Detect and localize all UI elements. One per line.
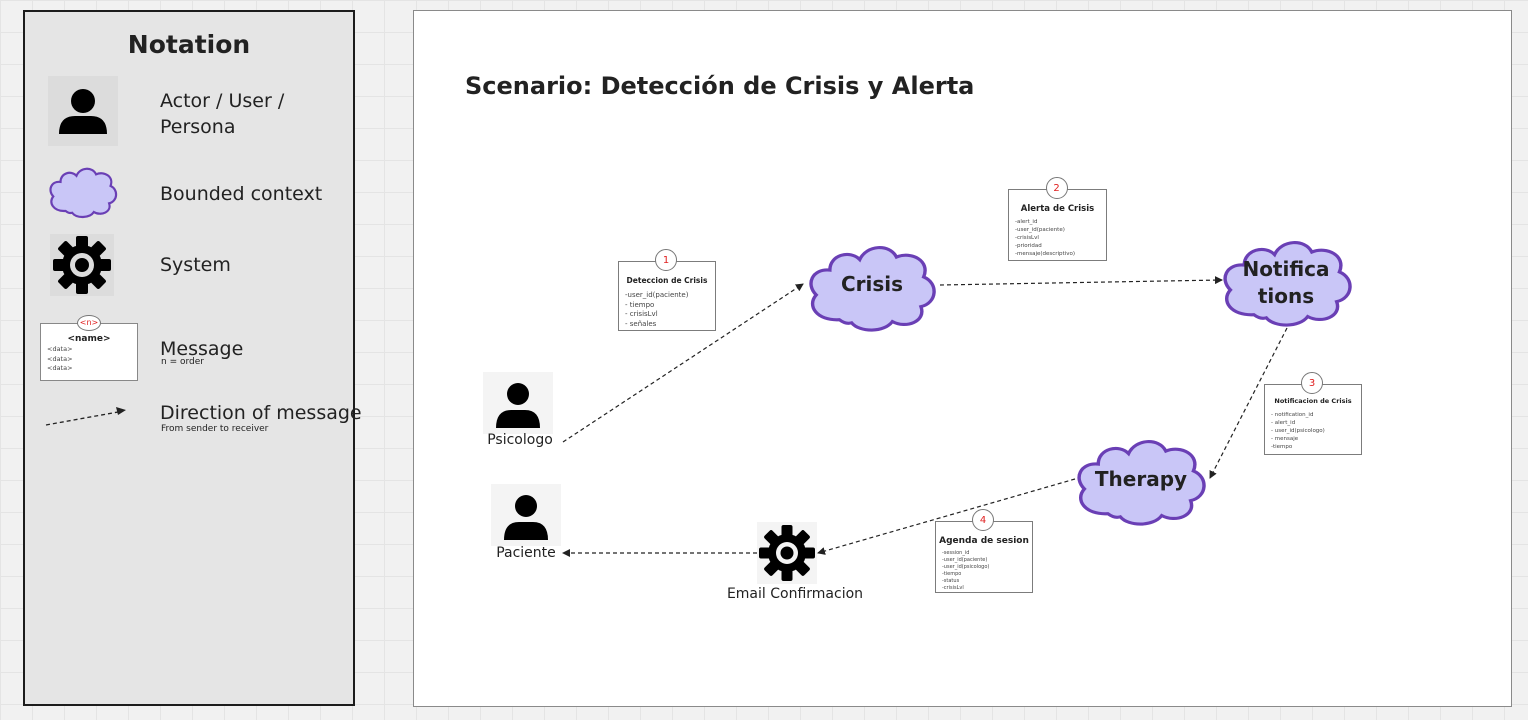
legend-direction-sublabel: From sender to receiver — [161, 424, 269, 434]
message-card-2: 2 Alerta de Crisis -alert_id -user_id(pa… — [1008, 177, 1107, 261]
message-field: -user_id(paciente) — [1015, 227, 1065, 233]
message-1-fields: -user_id(paciente) - tiempo - crisisLvl … — [625, 291, 688, 329]
message-card-3: 3 Notificacion de Crisis - notification_… — [1264, 372, 1362, 455]
message-field: - alert_id — [1271, 420, 1296, 426]
gear-icon — [50, 234, 114, 296]
message-field: -status — [942, 578, 960, 584]
legend-message-sublabel: n = order — [161, 357, 204, 367]
message-field: - señales — [625, 319, 657, 328]
message-field: -tiempo — [1271, 444, 1293, 450]
message-field: -user_id(paciente) — [942, 557, 988, 563]
message-field: -prioridad — [1015, 243, 1042, 249]
message-4-title: Agenda de sesion — [939, 536, 1029, 546]
arrow-crisis-to-notifications — [939, 276, 1223, 286]
legend-card-number: <n> — [77, 315, 101, 331]
message-3-number: 3 — [1301, 372, 1323, 394]
message-field: -crisisLvl — [1015, 235, 1039, 241]
legend-card-fields: <data> <data> <data> — [47, 345, 73, 374]
message-1-title: Deteccion de Crisis — [626, 276, 708, 285]
crisis-context-label: Crisis — [840, 272, 904, 296]
message-3-title: Notificacion de Crisis — [1274, 397, 1352, 405]
legend-card-name: <name> — [67, 334, 111, 344]
legend-card-field: <data> — [47, 345, 73, 353]
message-2-title: Alerta de Crisis — [1020, 204, 1095, 214]
message-field: - crisisLvl — [625, 310, 658, 318]
message-card-icon: <n> <name> <data> <data> <data> — [40, 315, 138, 381]
message-field: - user_id(psicologo) — [1271, 428, 1325, 434]
arrow-psicologo-to-crisis — [562, 283, 804, 443]
message-4-number: 4 — [972, 509, 994, 531]
legend-system-label: System — [160, 254, 231, 276]
legend-direction-label: Direction of message — [160, 402, 362, 424]
notation-title: Notation — [127, 30, 251, 59]
scenario-title: Scenario: Detección de Crisis y Alerta — [465, 72, 975, 100]
email-system-gear-icon — [757, 522, 817, 584]
message-field: - notification_id — [1271, 412, 1314, 418]
message-2-fields: -alert_id -user_id(paciente) -crisisLvl … — [1015, 218, 1075, 258]
arrow-notifications-to-therapy — [1209, 327, 1288, 479]
message-field: -user_id(psicologo) — [942, 564, 990, 570]
legend-context-label: Bounded context — [160, 183, 323, 205]
psicologo-person-icon — [483, 372, 553, 434]
message-card-4: 4 Agenda de sesion -session_id -user_id(… — [935, 509, 1033, 593]
legend-card-field: <data> — [47, 364, 73, 372]
message-field: -user_id(paciente) — [625, 291, 689, 299]
legend-message-label: Message — [160, 338, 244, 360]
cloud-icon — [46, 162, 120, 220]
message-field: - tiempo — [625, 300, 655, 309]
notifications-context-label: Notifica tions — [1228, 256, 1344, 310]
message-field: - mensaje — [1271, 436, 1299, 442]
message-field: -session_id — [942, 550, 970, 556]
message-2-number: 2 — [1045, 177, 1068, 199]
message-field: -mensaje(descriptivo) — [1015, 251, 1076, 257]
paciente-person-icon — [491, 484, 561, 546]
person-icon — [48, 76, 118, 146]
paciente-label: Paciente — [496, 545, 556, 561]
message-field: -alert_id — [1015, 219, 1038, 225]
email-confirmacion-label: Email Confirmacion — [726, 586, 864, 602]
message-field: -crisisLvl — [942, 585, 964, 591]
arrow-therapy-to-email — [817, 478, 1076, 555]
psicologo-label: Psicologo — [487, 432, 553, 448]
notifications-label-line2: tions — [1257, 284, 1315, 308]
legend-actor-label: Actor / User / Persona — [160, 90, 285, 138]
message-4-fields: -session_id -user_id(paciente) -user_id(… — [942, 550, 989, 592]
message-3-fields: - notification_id - alert_id - user_id(p… — [1271, 411, 1325, 451]
message-1-number: 1 — [655, 249, 677, 271]
legend-card-field: <data> — [47, 354, 73, 363]
therapy-context-label: Therapy — [1094, 467, 1188, 491]
notifications-label-line1: Notifica — [1242, 257, 1330, 281]
message-field: -tiempo — [942, 571, 962, 577]
message-card-1: 1 Deteccion de Crisis -user_id(paciente)… — [618, 249, 716, 331]
